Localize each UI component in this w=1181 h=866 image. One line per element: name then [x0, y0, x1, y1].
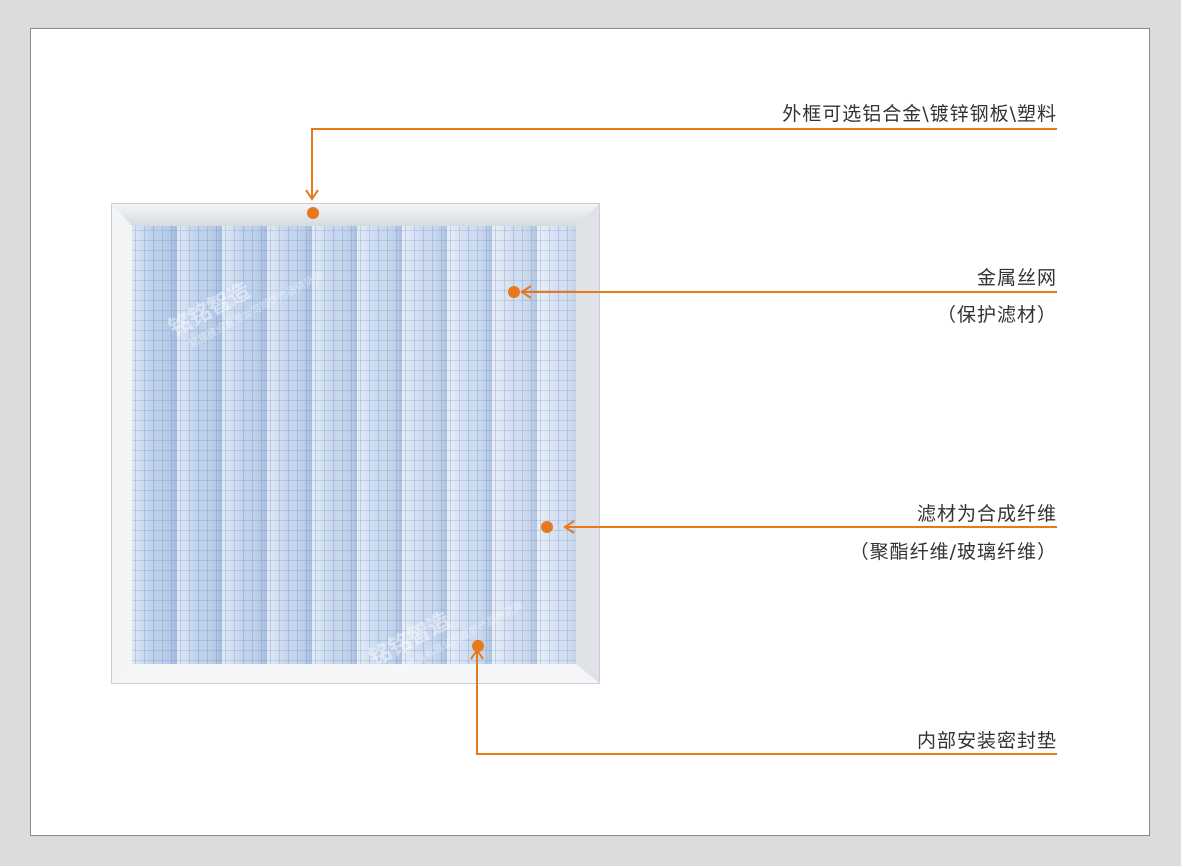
- frame-right-bevel: [576, 204, 599, 683]
- callout-label-gasket: 内部安装密封垫: [916, 730, 1057, 752]
- frame-bottom-bevel: [112, 664, 599, 683]
- callout-line-gasket: [476, 650, 1057, 755]
- callout-line-frame: [311, 128, 1057, 198]
- callout-dot-frame: [307, 207, 319, 219]
- callout-sublabel-mesh: （保护滤材）: [936, 304, 1057, 326]
- arrowhead-media: [563, 520, 575, 534]
- callout-dot-media: [541, 521, 553, 533]
- callout-label-media: 滤材为合成纤维: [916, 503, 1057, 525]
- arrowhead-frame: [305, 189, 319, 201]
- callout-label-mesh: 金属丝网: [976, 267, 1057, 289]
- frame-top-bevel: [112, 204, 599, 226]
- wire-mesh: [132, 226, 576, 664]
- callout-sublabel-media: （聚酯纤维/玻璃纤维）: [849, 541, 1057, 563]
- arrowhead-mesh: [520, 285, 532, 299]
- callout-dot-gasket: [472, 640, 484, 652]
- frame-left-bevel: [112, 204, 132, 683]
- callout-label-frame: 外框可选铝合金\镀锌钢板\塑料: [782, 103, 1057, 125]
- callout-dot-mesh: [508, 286, 520, 298]
